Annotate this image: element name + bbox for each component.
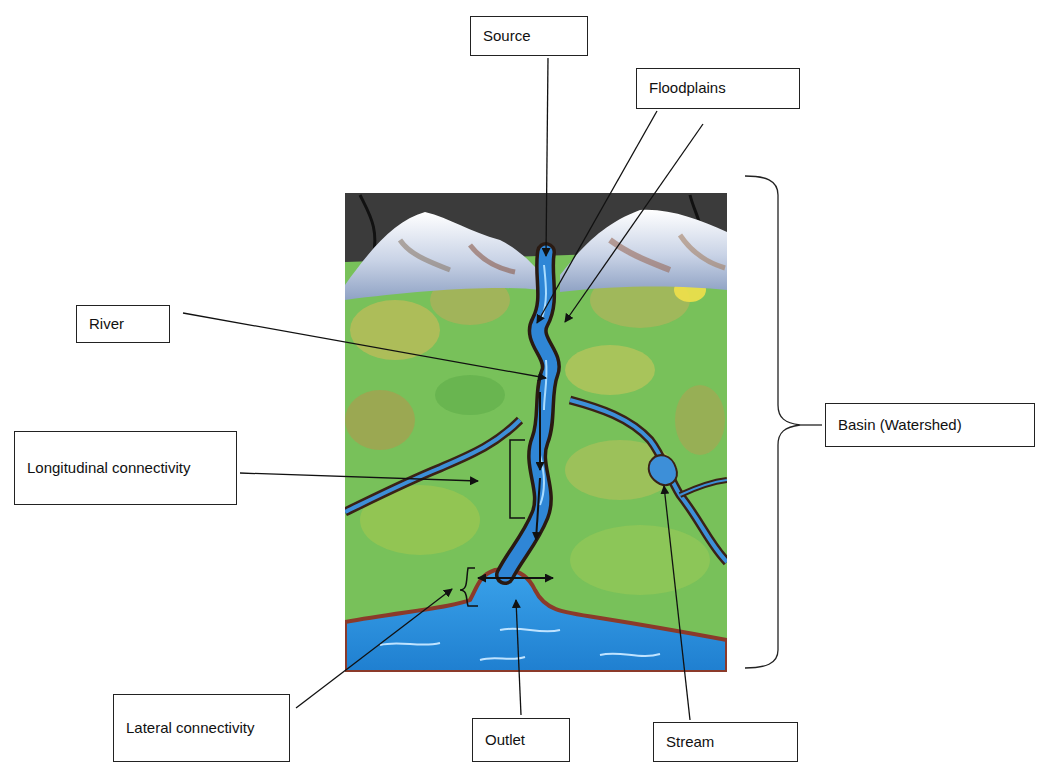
callout-label: Stream xyxy=(666,732,714,752)
callout-box: Outlet xyxy=(472,718,570,762)
callout-box: River xyxy=(76,305,170,343)
callout-label: River xyxy=(89,314,124,334)
basin-brace xyxy=(745,176,800,668)
callout-label: Lateral connectivity xyxy=(126,718,254,738)
callout-box: Source xyxy=(470,16,588,56)
callout-box: Basin (Watershed) xyxy=(825,403,1035,447)
callout-box: Lateral connectivity xyxy=(113,694,290,762)
callout-box: Longitudinal connectivity xyxy=(14,431,237,505)
callout-label: Floodplains xyxy=(649,78,726,98)
callout-label: Basin (Watershed) xyxy=(838,415,962,435)
model-photo xyxy=(345,193,727,672)
callout-box: Stream xyxy=(653,722,798,762)
callout-label: Outlet xyxy=(485,730,525,750)
leader-lines xyxy=(183,58,703,720)
callout-label: Source xyxy=(483,26,531,46)
callout-label: Longitudinal connectivity xyxy=(27,458,190,478)
basin-brace-tick xyxy=(800,424,822,425)
callout-box: Floodplains xyxy=(636,68,800,109)
